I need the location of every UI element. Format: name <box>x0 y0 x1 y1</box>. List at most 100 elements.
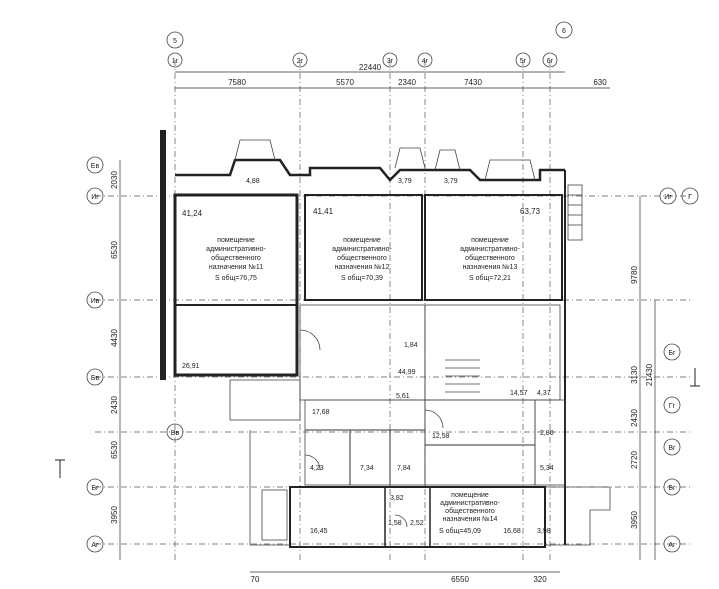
dim-right: 3130 <box>630 366 639 384</box>
axis-label: Бг <box>91 485 99 492</box>
dim-total: 22440 <box>359 63 382 72</box>
dim-left: 2430 <box>110 396 119 414</box>
dim-right: 9780 <box>630 266 639 284</box>
room-label-line: назначения №12 <box>335 264 390 271</box>
room-label-line: назначения №11 <box>209 264 263 271</box>
area-label: 7,84 <box>397 465 411 472</box>
axis-bubbles-left: Ев Иг Ив Бв Вв Бг Аг <box>86 156 184 553</box>
area-label: 1,58 <box>388 520 402 527</box>
dim-left: 4430 <box>110 329 119 347</box>
area-label: 2,80 <box>540 430 554 437</box>
axis-label: Бг <box>668 485 676 492</box>
room-label-line: административно- <box>332 246 392 253</box>
dimension-bottom: 70 6550 320 <box>250 571 560 584</box>
axis-label: Г <box>688 194 692 201</box>
axis-label: Иг <box>664 194 672 201</box>
stair-icon <box>568 194 582 226</box>
room-total: S общ=70,39 <box>341 274 383 282</box>
room-label-line: назначения №14 <box>443 516 498 523</box>
room-label-line: общественного <box>337 254 387 262</box>
walls <box>160 130 611 548</box>
room-label-line: помещение <box>471 237 509 244</box>
area-label: 2,52 <box>410 520 424 527</box>
dim-seg: 2340 <box>398 78 416 87</box>
dim-left: 2030 <box>110 171 119 189</box>
room-12: 41,41 помещение административно- обществ… <box>313 207 393 282</box>
axis-label: 4г <box>422 58 429 65</box>
axis-label: Вв <box>171 430 180 437</box>
area-label: 14,57 <box>510 390 528 397</box>
room-label-line: административно- <box>206 246 266 253</box>
axis-label: Иг <box>91 194 99 201</box>
dim-bottom: 6550 <box>451 575 469 584</box>
room-area: 63,73 <box>520 207 541 216</box>
axis-label: Ев <box>91 163 100 170</box>
area-label: 3,82 <box>390 495 404 502</box>
axis-label: 6г <box>547 58 554 65</box>
room-label-line: помещение <box>217 237 255 244</box>
area-label: 12,58 <box>432 433 450 440</box>
dim-seg: 7430 <box>464 78 482 87</box>
dim-left: 6530 <box>110 441 119 459</box>
dim-left: 3950 <box>110 506 119 524</box>
room-areas: 4,88 3,79 3,79 26,91 17,68 14,57 4,37 12… <box>182 178 554 535</box>
area-label: 3,79 <box>398 178 412 185</box>
dim-right: 2430 <box>630 409 639 427</box>
area-label: 5,34 <box>540 465 554 472</box>
room-area: 16,68 <box>503 528 521 535</box>
room-11: 41,24 помещение административно- обществ… <box>182 209 267 282</box>
dim-bottom: 70 <box>251 575 260 584</box>
axis-label: 1г <box>172 58 179 65</box>
area-label: 17,68 <box>312 409 330 416</box>
area-label: 7,34 <box>360 465 374 472</box>
room-label-line: помещение <box>451 492 489 499</box>
dim-bottom: 320 <box>533 575 547 584</box>
axis-label: Вг <box>668 445 676 452</box>
room-label-line: общественного <box>445 507 495 515</box>
dimension-top: 22440 7580 5570 2340 7430 630 <box>175 63 610 89</box>
area-label: 3,79 <box>444 178 458 185</box>
room-13: 63,73 помещение административно- обществ… <box>460 207 540 282</box>
room-area: 41,41 <box>313 207 334 216</box>
dimension-left: 2030 6530 4430 2430 6530 3950 <box>110 160 121 560</box>
room-label-line: общественного <box>465 254 515 262</box>
room-area: 41,24 <box>182 209 203 218</box>
room-label-line: административно- <box>460 246 520 253</box>
axis-label: Бв <box>91 375 100 382</box>
dimension-right: 9780 3130 2430 2720 3950 21430 <box>630 196 656 560</box>
axis-label: 5г <box>520 58 527 65</box>
room-label-line: общественного <box>211 254 261 262</box>
room-label-line: назначения №13 <box>463 264 518 271</box>
area-label: 4,88 <box>246 178 260 185</box>
axis-label: Аг <box>91 542 99 549</box>
axis-label: Аг <box>668 542 676 549</box>
dim-edge: 630 <box>593 78 607 87</box>
axis-bubbles-top: 5 1г 2г 3г 4г 5г 6г 6 <box>166 21 573 68</box>
room-total: S общ=76,75 <box>215 274 257 282</box>
room-total: S общ=45,09 <box>439 527 481 535</box>
axis-label: Гг <box>669 403 676 410</box>
dim-right: 21430 <box>645 363 654 386</box>
section-marks <box>55 368 700 478</box>
stair-icon <box>445 359 480 393</box>
axis-label: 5 <box>173 38 177 45</box>
area-label: 44,99 <box>398 369 416 376</box>
room-label-line: административно- <box>440 500 500 507</box>
area-label: 1,84 <box>404 342 418 349</box>
dim-left: 6530 <box>110 241 119 259</box>
area-label: 4,23 <box>310 465 324 472</box>
room-14: помещение административно- общественного… <box>439 492 521 535</box>
axis-label: 2г <box>297 58 304 65</box>
area-label: 5,61 <box>396 393 410 400</box>
axis-label: Бг <box>668 350 676 357</box>
dim-seg: 5570 <box>336 78 354 87</box>
dim-seg: 7580 <box>228 78 246 87</box>
area-label: 4,37 <box>537 390 551 397</box>
grid-lines <box>95 60 690 560</box>
area-label: 16,45 <box>310 528 328 535</box>
dim-right: 3950 <box>630 511 639 529</box>
area-label: 3,98 <box>537 528 551 535</box>
axis-label: Ив <box>91 298 100 305</box>
area-label: 26,91 <box>182 363 200 370</box>
axis-bubbles-right: Иг Г Бг Гг Вг Бг Аг <box>659 187 699 553</box>
